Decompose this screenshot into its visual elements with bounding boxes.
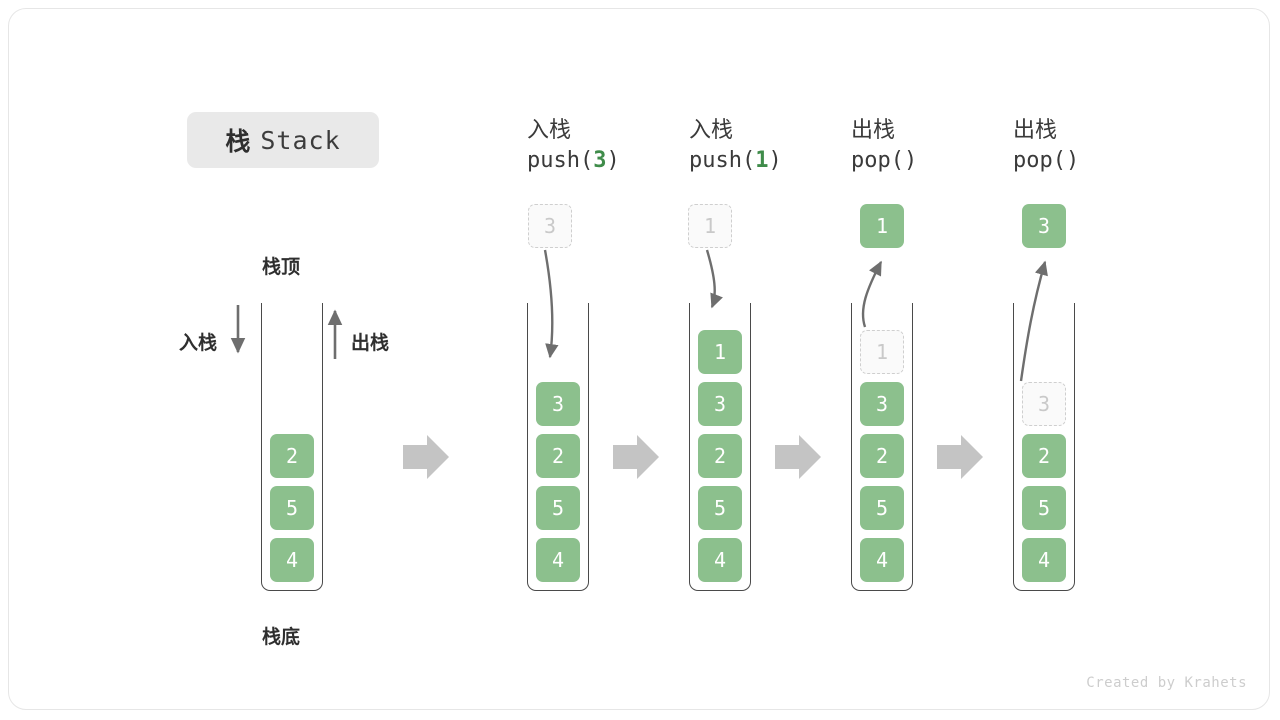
ghost-cell: 3 bbox=[528, 204, 572, 248]
credit-text: Created by Krahets bbox=[1086, 675, 1247, 691]
stack-cell: 4 bbox=[860, 538, 904, 582]
step-arrow-1 bbox=[403, 435, 449, 479]
stack-cell: 2 bbox=[860, 434, 904, 478]
step-arrow-4 bbox=[937, 435, 983, 479]
stack-top-label: 栈顶 bbox=[262, 257, 301, 278]
stack-cell: 1 bbox=[698, 330, 742, 374]
column-header-push-1: 入栈 push(1) bbox=[689, 115, 859, 177]
stack-cell: 4 bbox=[536, 538, 580, 582]
code-op: pop( bbox=[1013, 148, 1066, 173]
stack-cell: 3 bbox=[536, 382, 580, 426]
column-header-code: push(3) bbox=[527, 145, 697, 177]
ghost-cell: 1 bbox=[860, 330, 904, 374]
title-en: Stack bbox=[260, 125, 341, 155]
code-op: pop( bbox=[851, 148, 904, 173]
column-header-code: pop() bbox=[851, 145, 1021, 177]
column-header-pop-1: 出栈 pop() bbox=[851, 115, 1021, 177]
popped-value-cell: 3 bbox=[1022, 204, 1066, 248]
stack-cell: 4 bbox=[270, 538, 314, 582]
stack-container-initial bbox=[261, 303, 323, 591]
stack-bottom-label: 栈底 bbox=[262, 627, 301, 648]
code-op: push( bbox=[689, 148, 756, 173]
diagram-card: 栈 Stack 栈顶 入栈 出栈 2 5 4 栈底 入栈 push(3) 3 3… bbox=[8, 8, 1270, 710]
column-header-pop-3: 出栈 pop() bbox=[1013, 115, 1183, 177]
stack-cell: 5 bbox=[698, 486, 742, 530]
stack-container-push-1 bbox=[689, 303, 751, 591]
ghost-cell: 1 bbox=[688, 204, 732, 248]
diagram-stage: 栈 Stack 栈顶 入栈 出栈 2 5 4 栈底 入栈 push(3) 3 3… bbox=[9, 9, 1269, 709]
push-1-flow-arrow bbox=[705, 249, 723, 309]
column-header-cjk: 入栈 bbox=[689, 117, 734, 142]
code-arg: 3 bbox=[593, 148, 607, 173]
title-cjk: 栈 bbox=[225, 128, 251, 156]
code-close: ) bbox=[606, 148, 620, 173]
stack-cell: 3 bbox=[698, 382, 742, 426]
stack-cell: 5 bbox=[270, 486, 314, 530]
stack-cell: 2 bbox=[270, 434, 314, 478]
column-header-code: pop() bbox=[1013, 145, 1183, 177]
stack-cell: 2 bbox=[1022, 434, 1066, 478]
code-arg: 1 bbox=[755, 148, 769, 173]
column-header-cjk: 入栈 bbox=[527, 117, 572, 142]
column-header-cjk: 出栈 bbox=[851, 117, 896, 142]
column-header-cjk: 出栈 bbox=[1013, 117, 1058, 142]
code-close: ) bbox=[1065, 148, 1080, 173]
stack-container-pop-3 bbox=[1013, 303, 1075, 591]
stack-cell: 4 bbox=[698, 538, 742, 582]
title-badge: 栈 Stack bbox=[187, 112, 379, 168]
stack-container-pop-1 bbox=[851, 303, 913, 591]
stack-container-push-3 bbox=[527, 303, 589, 591]
stack-cell: 4 bbox=[1022, 538, 1066, 582]
popped-value-cell: 1 bbox=[860, 204, 904, 248]
column-header-code: push(1) bbox=[689, 145, 859, 177]
push-side-label: 入栈 bbox=[179, 333, 218, 354]
code-close: ) bbox=[768, 148, 782, 173]
pop-side-label: 出栈 bbox=[351, 333, 390, 354]
code-close: ) bbox=[903, 148, 918, 173]
stack-cell: 5 bbox=[860, 486, 904, 530]
code-op: push( bbox=[527, 148, 594, 173]
column-header-push-3: 入栈 push(3) bbox=[527, 115, 697, 177]
ghost-cell: 3 bbox=[1022, 382, 1066, 426]
stack-cell: 3 bbox=[860, 382, 904, 426]
stack-cell: 2 bbox=[536, 434, 580, 478]
stack-cell: 5 bbox=[1022, 486, 1066, 530]
stack-cell: 2 bbox=[698, 434, 742, 478]
stack-cell: 5 bbox=[536, 486, 580, 530]
step-arrow-2 bbox=[613, 435, 659, 479]
step-arrow-3 bbox=[775, 435, 821, 479]
